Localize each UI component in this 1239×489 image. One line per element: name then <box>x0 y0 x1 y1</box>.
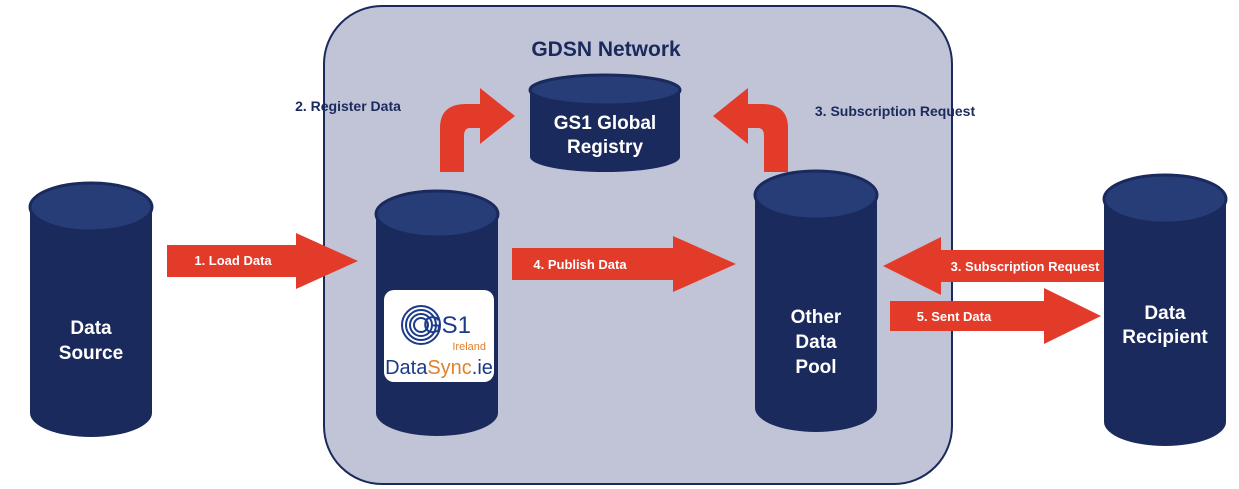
datasync-logo: GS1 Ireland DataSync.ie <box>384 290 494 382</box>
load-data-arrow: 1. Load Data <box>167 233 358 289</box>
other-pool-label-line1: Other <box>791 307 842 328</box>
load-data-label: 1. Load Data <box>194 253 272 268</box>
gs1-rings-icon <box>401 305 441 345</box>
register-data-arrow <box>440 88 515 172</box>
other-data-pool-cylinder: Other Data Pool <box>753 169 879 432</box>
other-pool-label-line3: Pool <box>795 357 836 378</box>
subscription-request-arrow-right: 3. Subscription Request <box>883 237 1104 295</box>
data-source-label-line1: Data <box>70 318 112 339</box>
subscription-request-arrow-top <box>713 88 788 172</box>
register-data-label: 2. Register Data <box>295 98 401 114</box>
global-registry-label-line2: Registry <box>567 137 643 158</box>
subscription-request-label-right: 3. Subscription Request <box>951 259 1100 274</box>
global-registry-label-line1: GS1 Global <box>554 113 656 134</box>
gs1-logo-text: GS1 <box>423 312 471 339</box>
data-recipient-label-line2: Recipient <box>1122 327 1208 348</box>
logo-brand-part2: Sync <box>427 357 471 379</box>
logo-brand: DataSync.ie <box>385 357 493 379</box>
publish-data-label: 4. Publish Data <box>533 257 627 272</box>
data-source-label-line2: Source <box>59 343 123 364</box>
sent-data-label: 5. Sent Data <box>917 309 992 324</box>
other-pool-label-line2: Data <box>795 332 837 353</box>
data-recipient-cylinder: Data Recipient <box>1102 173 1228 446</box>
data-source-cylinder: Data Source <box>28 181 154 437</box>
subscription-request-label-top: 3. Subscription Request <box>815 103 976 119</box>
logo-brand-part3: .ie <box>472 357 493 379</box>
logo-brand-part1: Data <box>385 357 428 379</box>
network-title: GDSN Network <box>531 38 681 61</box>
global-registry-cylinder: GS1 Global Registry <box>528 73 682 172</box>
publish-data-arrow: 4. Publish Data <box>512 236 736 292</box>
logo-country: Ireland <box>452 341 486 353</box>
sent-data-arrow: 5. Sent Data <box>890 288 1101 344</box>
data-recipient-label-line1: Data <box>1144 303 1186 324</box>
